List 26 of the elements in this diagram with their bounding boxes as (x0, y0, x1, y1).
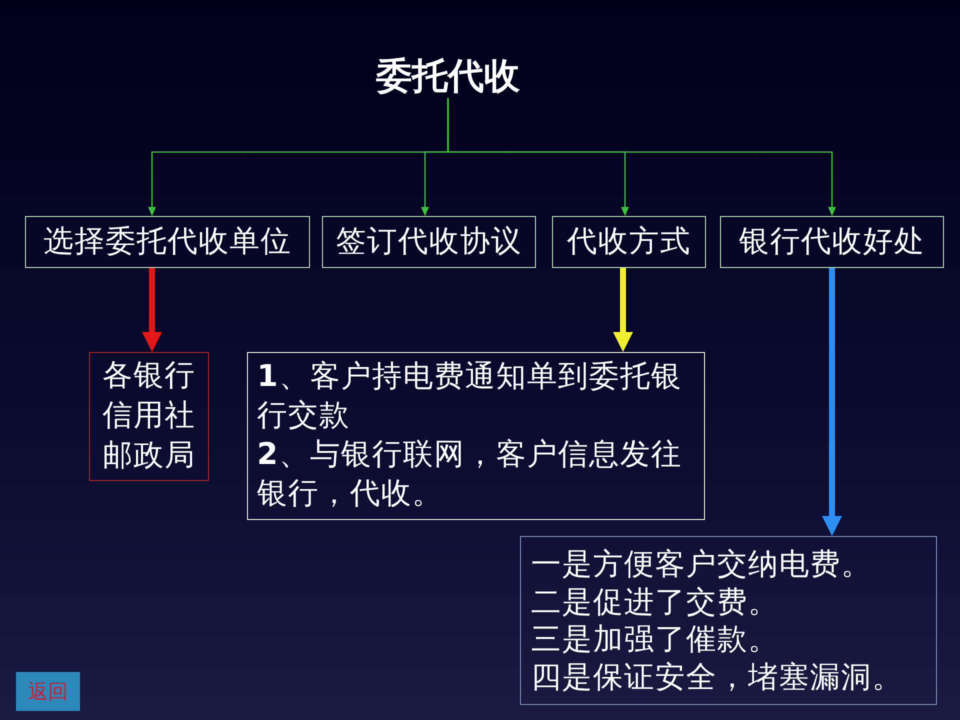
benefit-item: 四是保证安全，堵塞漏洞。 (531, 658, 904, 696)
benefit-item: 一是方便客户交纳电费。 (531, 546, 873, 584)
category-box (552, 216, 706, 268)
benefit-item: 三是加强了催款。 (531, 621, 780, 658)
root-heading: 委托代收 (368, 56, 528, 98)
method-box (247, 352, 705, 520)
back-button: 返回 (16, 672, 80, 711)
institution-name: 信用社 (102, 397, 196, 435)
category-label: 银行代收好处 (739, 224, 925, 260)
connector-arrow (447, 98, 836, 216)
method-item: 2、与银行联网，客户信息发往银行，代收。 (257, 436, 683, 513)
method-item: 1、客户持电费通知单到委托银行交款 (257, 358, 683, 435)
block-arrow (142, 268, 162, 352)
category-label: 代收方式 (567, 224, 691, 260)
benefit-box (520, 536, 937, 705)
benefit-item: 二是促进了交费。 (531, 584, 780, 621)
category-label: 签订代收协议 (336, 224, 522, 260)
institution-name: 各银行 (102, 357, 196, 395)
block-arrow (822, 268, 842, 536)
block-arrow (613, 268, 633, 352)
category-box (720, 216, 944, 268)
institution-box (89, 352, 209, 481)
category-box (322, 216, 536, 268)
institution-name: 邮政局 (102, 437, 196, 475)
category-label: 选择委托代收单位 (44, 224, 292, 260)
category-box (25, 216, 310, 268)
